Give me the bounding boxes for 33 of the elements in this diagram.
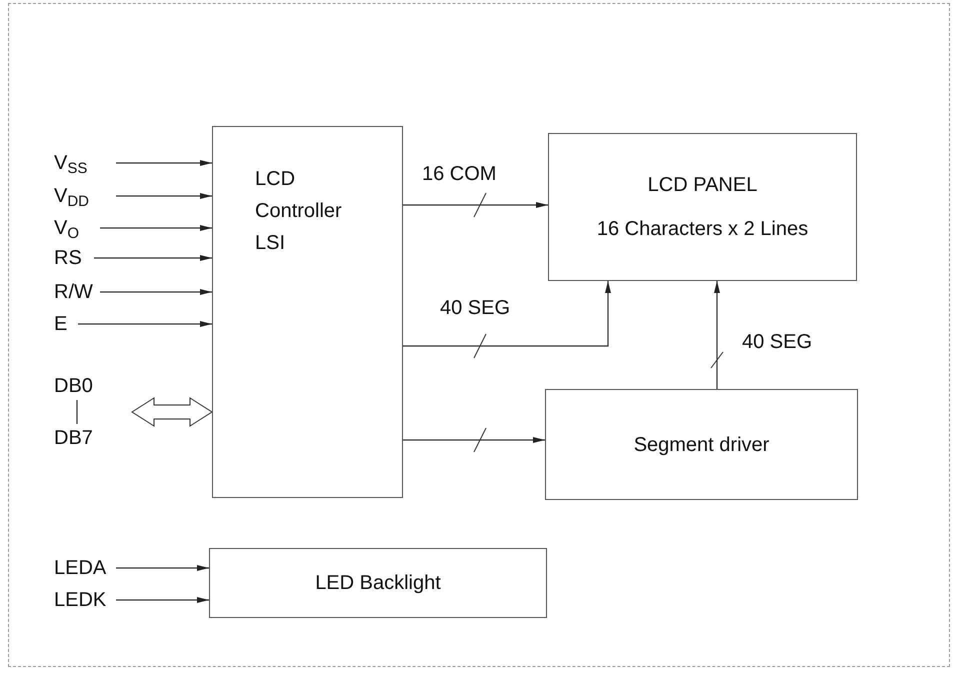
signal-arrow: [100, 225, 212, 231]
pin-label: V$_{DD}$: [54, 184, 90, 212]
signal-arrow: [116, 565, 209, 571]
signal-arrow: [116, 160, 212, 166]
signal-arrow: [94, 255, 212, 261]
block-box: [209, 548, 547, 618]
signal-arrow: [100, 289, 212, 295]
pin-label: V$_{SS}$: [54, 151, 88, 179]
block-title: Segment driver: [634, 432, 770, 458]
pin-label: RS: [54, 246, 82, 271]
block-box: [545, 389, 858, 500]
signal-arrow: [116, 597, 209, 603]
range-line: [76, 400, 78, 424]
pin-label: LEDA: [54, 556, 106, 581]
block-box: [212, 126, 403, 498]
block-subtitle: 16 Characters x 2 Lines: [596, 217, 808, 242]
pin-label: LEDK: [54, 588, 106, 613]
bus-double-arrow: [131, 397, 213, 427]
bus-arrow: [710, 281, 724, 389]
block-title: LCD Controller LSI: [255, 167, 343, 256]
pin-label: V$_{O}$: [54, 216, 80, 244]
pin-label: DB7: [54, 426, 93, 451]
pin-label: E: [54, 312, 68, 337]
block-box: [548, 133, 857, 281]
bus-arrow: [403, 192, 548, 218]
signal-arrow: [116, 193, 212, 199]
bus-arrow: [403, 428, 545, 452]
bus-arrow: [403, 281, 611, 358]
block-title: LED Backlight: [315, 571, 441, 596]
pin-label: DB0: [54, 374, 93, 399]
block-title: LCD PANEL: [648, 173, 758, 198]
signal-arrow: [78, 321, 212, 327]
pin-label: R/W: [54, 280, 93, 305]
